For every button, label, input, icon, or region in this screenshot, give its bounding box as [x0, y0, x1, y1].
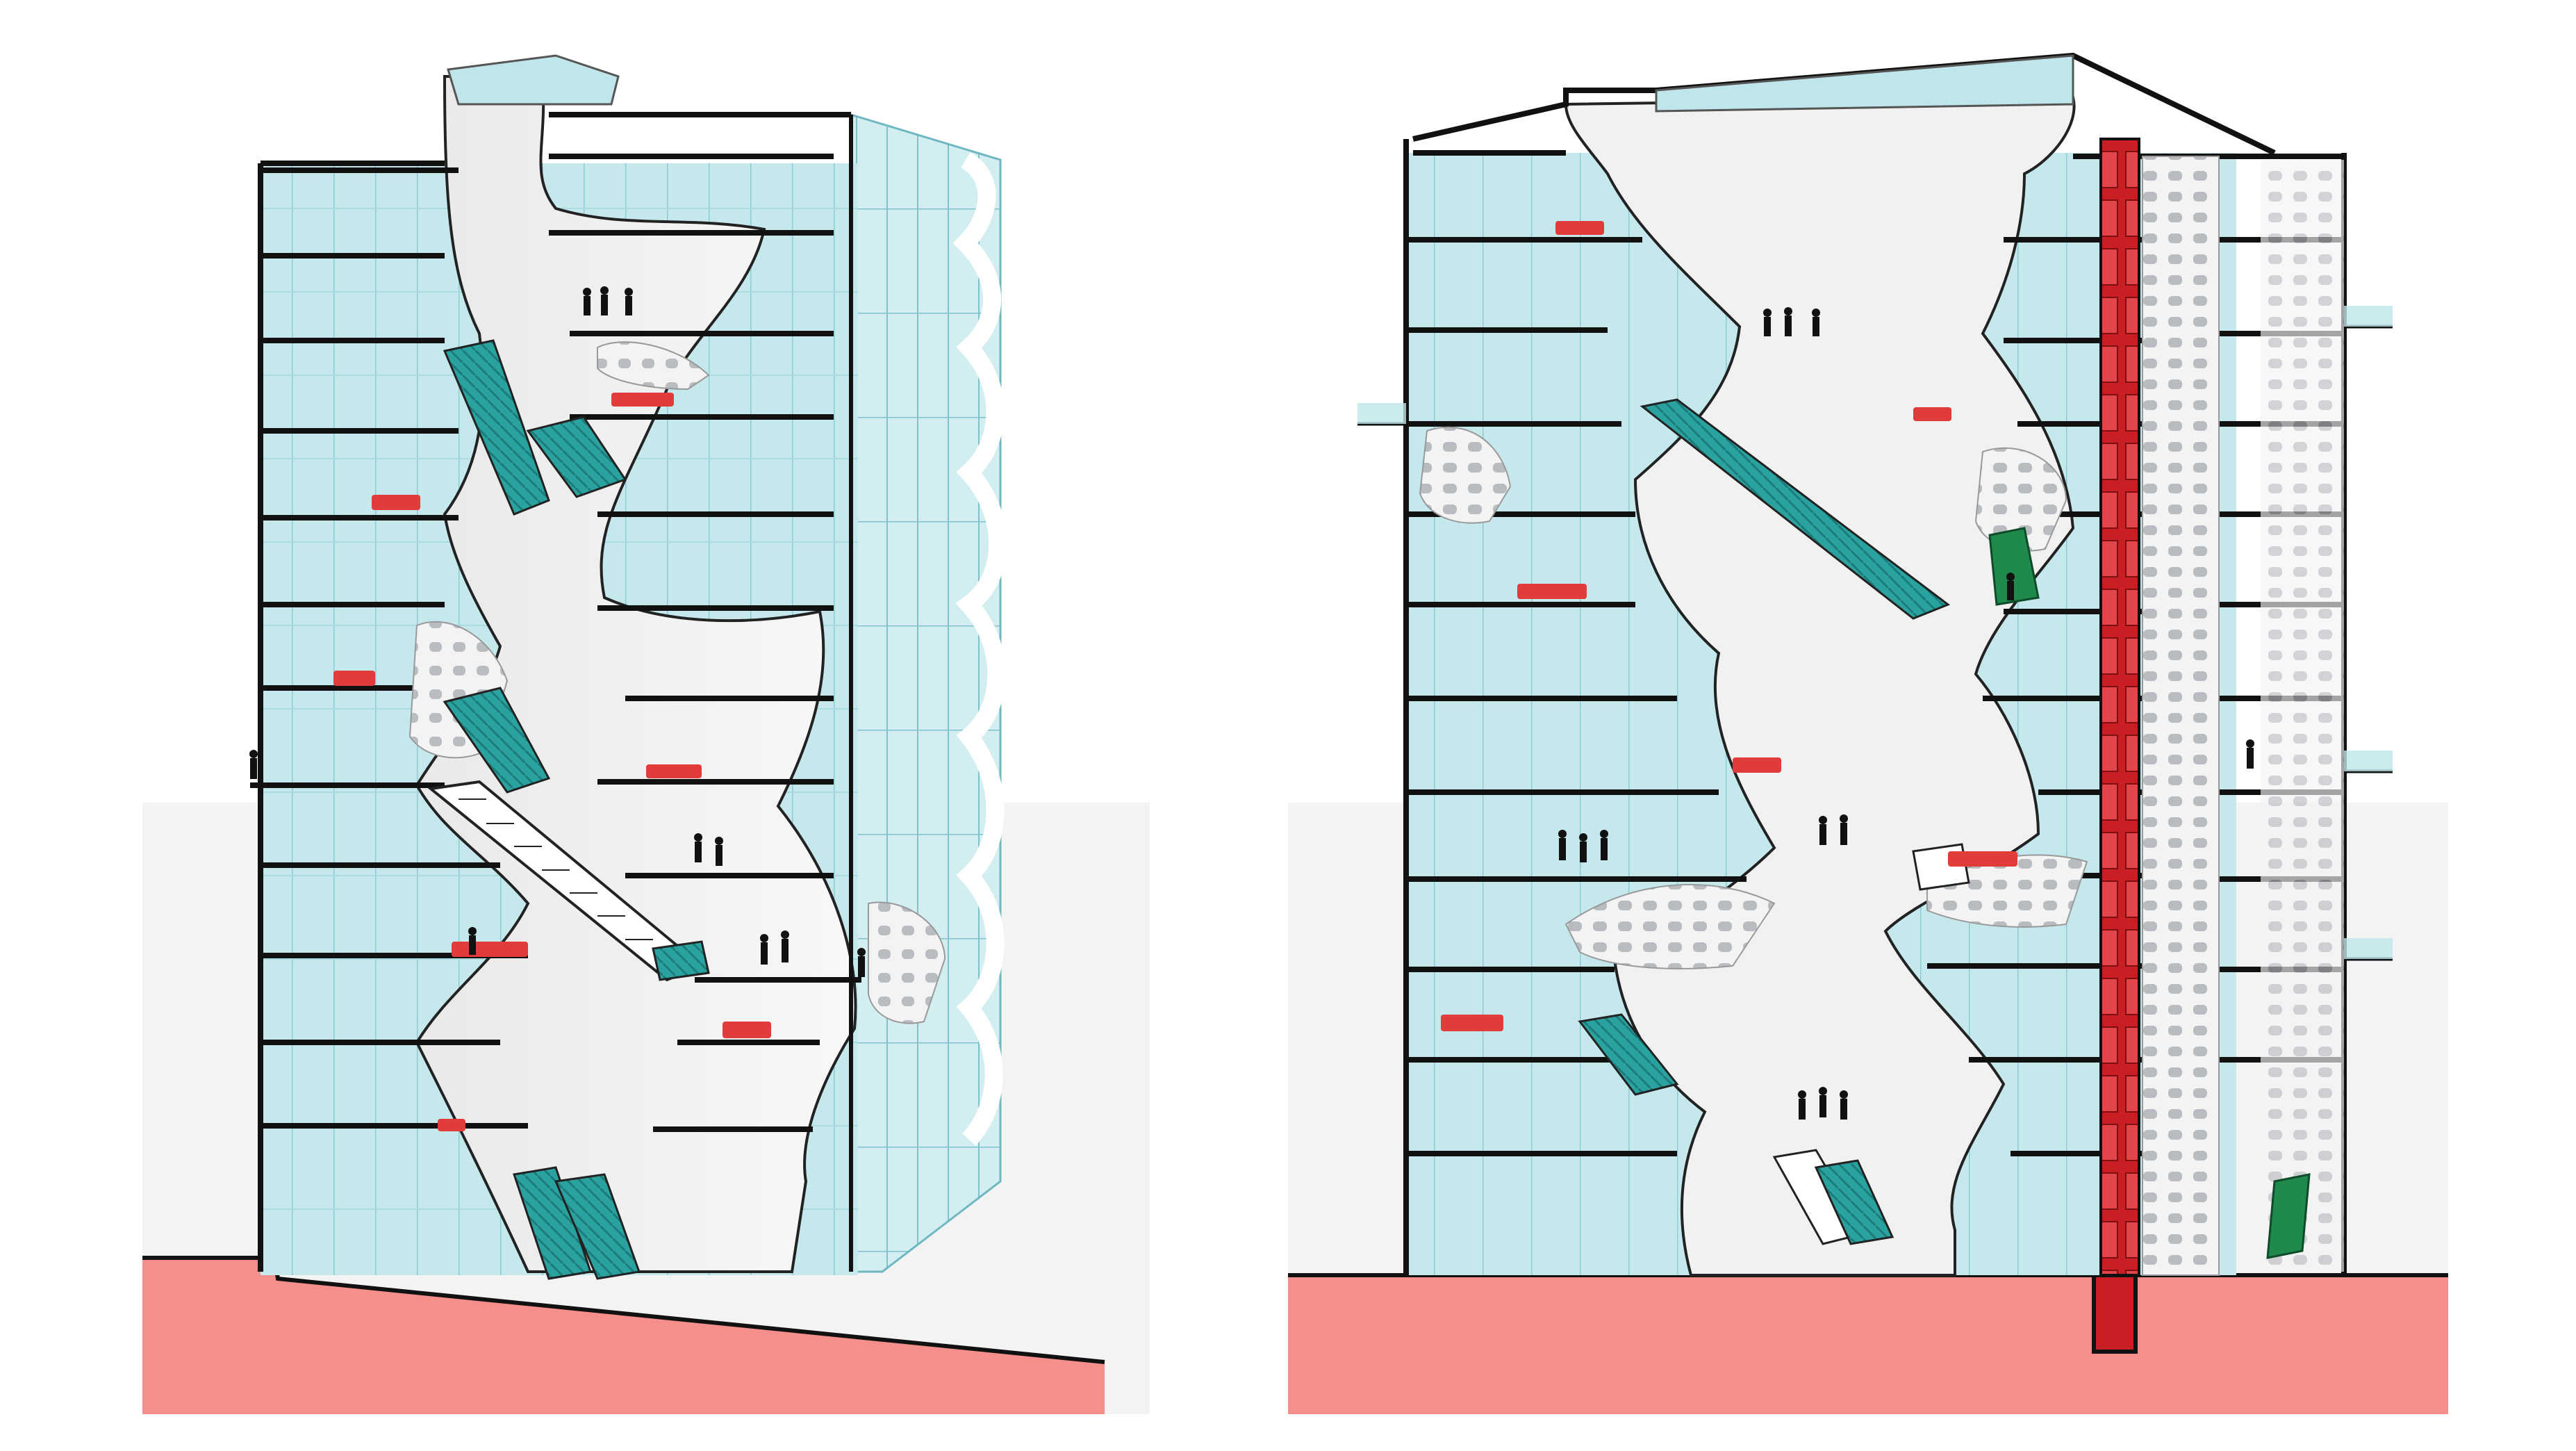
person-silhouette-icon	[1798, 1090, 1806, 1120]
green-stair	[2266, 1173, 2311, 1259]
person-silhouette-icon	[625, 288, 633, 315]
perforated-screen	[1974, 447, 2067, 552]
escalator	[443, 687, 551, 794]
sofa-icon	[611, 393, 674, 407]
perforated-screen	[1419, 426, 1512, 524]
perspective-section-drawing	[142, 54, 1150, 1414]
person-silhouette-icon	[1763, 309, 1772, 336]
person-silhouette-icon	[1819, 1087, 1827, 1117]
person-silhouette-icon	[715, 837, 723, 866]
perforated-service-wall	[2142, 156, 2220, 1276]
balcony-glass	[1357, 306, 2393, 959]
person-silhouette-icon	[2006, 573, 2015, 600]
facade-wave-fin	[952, 151, 1007, 1146]
sofa-icon	[1441, 1015, 1503, 1031]
escalator-landing	[1912, 843, 1970, 891]
person-silhouette-icon	[1840, 814, 1848, 845]
person-silhouette-icon	[583, 288, 591, 315]
sofa-icon	[1517, 584, 1587, 599]
sculpted-interior-shell	[415, 75, 857, 1273]
sofa-icon	[1733, 757, 1781, 773]
person-silhouette-icon	[600, 286, 609, 315]
perforated-screen	[2261, 160, 2344, 1272]
sofa-icon	[723, 1022, 771, 1038]
person-silhouette-icon	[468, 927, 477, 955]
sofa-icon	[1948, 851, 2017, 867]
sofa-icon	[1555, 221, 1604, 235]
escalator	[1578, 1013, 1679, 1096]
person-silhouette-icon	[1840, 1090, 1848, 1120]
elevator-core	[2099, 138, 2140, 1277]
perspective-section-panel	[142, 54, 1150, 1414]
escalator-landing	[652, 940, 710, 981]
people	[249, 286, 866, 977]
escalator	[526, 416, 627, 498]
sofa-icon	[372, 495, 420, 510]
sofa-icon	[1913, 407, 1951, 421]
seating-groups	[333, 393, 771, 1131]
perforated-screen	[868, 901, 946, 1024]
escalator	[513, 1166, 592, 1280]
escalator	[443, 339, 550, 516]
person-silhouette-icon	[760, 934, 768, 965]
person-silhouette-icon	[249, 750, 258, 779]
person-silhouette-icon	[1819, 816, 1827, 845]
person-silhouette-icon	[2246, 739, 2254, 769]
longitudinal-section-panel	[1288, 0, 2576, 1451]
person-silhouette-icon	[781, 931, 789, 962]
perforated-screen	[597, 341, 710, 391]
side-glass-facade	[850, 113, 1002, 1273]
people	[1558, 307, 2254, 1120]
ground-slab	[1288, 1275, 2448, 1414]
person-silhouette-icon	[694, 833, 702, 862]
person-silhouette-icon	[1558, 830, 1567, 860]
sculpted-interior-shell	[1564, 95, 2076, 1277]
person-silhouette-icon	[1784, 307, 1792, 336]
sofa-icon	[452, 942, 528, 957]
longitudinal-section-drawing	[1288, 52, 2448, 1414]
perforated-screen	[1564, 883, 1776, 969]
person-silhouette-icon	[1812, 309, 1820, 336]
core-pit	[2092, 1273, 2138, 1354]
roof-skylight	[447, 54, 620, 106]
person-silhouette-icon	[1579, 833, 1587, 862]
sofa-icon	[333, 671, 375, 686]
seating-groups	[1441, 221, 2017, 1031]
green-stair	[1988, 527, 2040, 606]
ground-slab	[142, 1258, 1105, 1414]
sofa-icon	[646, 764, 702, 778]
escalator	[554, 1173, 641, 1280]
sofa-icon	[438, 1119, 465, 1131]
person-silhouette-icon	[1600, 830, 1608, 860]
escalator	[1814, 1159, 1894, 1245]
roof-line	[1412, 52, 2276, 156]
escalator-steps	[459, 798, 653, 940]
person-silhouette-icon	[857, 948, 866, 977]
roof-skylight	[1655, 54, 2074, 113]
escalator-main	[1640, 398, 1951, 620]
